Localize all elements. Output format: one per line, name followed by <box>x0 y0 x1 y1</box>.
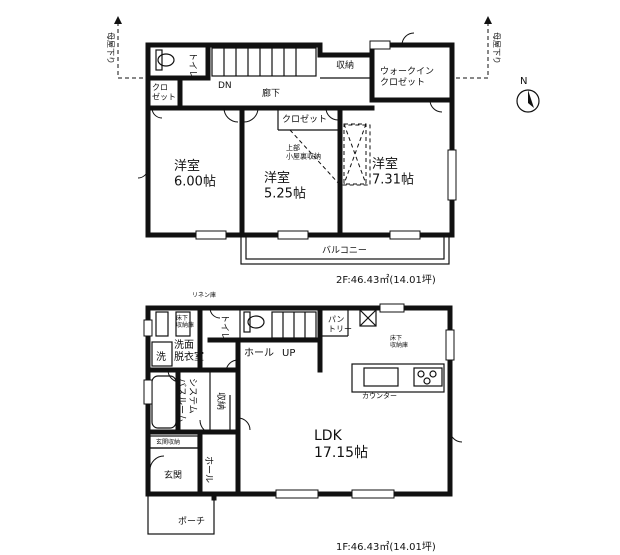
closet-small-label: クロゼット <box>152 83 176 102</box>
entrance-label: 玄関 <box>164 469 182 481</box>
hall-label-1f: ホール <box>244 347 274 359</box>
stairs-1f <box>271 311 317 339</box>
washbasin <box>151 341 173 367</box>
storage-label-1f: 収納 <box>215 392 227 410</box>
system-bath-label: システムバスルーム <box>176 378 198 423</box>
down-label: DN <box>218 81 232 91</box>
kitchen-sink <box>363 367 399 387</box>
toilet-label-1f: トイレ <box>219 314 229 341</box>
storage-label-2f: 収納 <box>336 59 354 71</box>
door-2f-top <box>401 32 415 46</box>
linen-storage-label: リネン庫 <box>192 291 216 299</box>
bathtub <box>151 375 177 429</box>
washroom-label: 洗面脱衣室 <box>174 339 204 363</box>
kitchen-counter <box>351 363 445 393</box>
second-floor-plan: 母屋下り 母屋下り <box>106 16 501 286</box>
closet-mid-label: クロゼット <box>282 113 327 125</box>
porch-outline <box>147 493 215 535</box>
roof-slope-label-left: 母屋下り <box>106 32 115 64</box>
hall2-label: ホール <box>203 456 214 483</box>
underfloor-storage-right-label: 床下収納庫 <box>390 334 408 349</box>
pantry-underfloor-hatch <box>359 309 377 327</box>
entrance-storage-label: 玄関収納 <box>156 438 180 446</box>
cooktop <box>413 367 443 387</box>
compass: N <box>516 76 540 113</box>
walkin-closet-label: ウォークインクロゼット <box>380 66 434 88</box>
balcony-label: バルコニー <box>322 245 367 256</box>
hallway-label: 廊下 <box>262 87 280 99</box>
wash-mark-label: 洗 <box>156 351 166 363</box>
attic-label: 上部小屋裏収納 <box>286 143 321 160</box>
underfloor-storage-left-label: 床下収納庫 <box>176 314 194 329</box>
floor2-area-label: 2F:46.43㎡(14.01坪) <box>336 273 436 286</box>
compass-north-label: N <box>520 76 527 87</box>
roof-line <box>114 16 492 79</box>
attic-storage-outline <box>289 124 371 186</box>
porch-label: ポーチ <box>178 516 205 527</box>
floor1-area-label: 1F:46.43㎡(14.01坪) <box>336 540 436 553</box>
counter-label: カウンター <box>362 391 397 400</box>
toilet-label-2f: トイレ <box>187 52 197 79</box>
toilet-fixture-2f <box>157 53 175 67</box>
pantry-label: パントリー <box>328 315 352 334</box>
up-label: UP <box>282 348 295 359</box>
first-floor-plan: リネン庫 床下収納庫 トイレ 洗面脱衣室 洗 ホール UP パントリー 床下収納… <box>143 291 463 553</box>
roof-slope-label-right: 母屋下り <box>492 32 501 64</box>
toilet-fixture-1f <box>247 315 265 329</box>
stairs-2f <box>211 47 317 77</box>
